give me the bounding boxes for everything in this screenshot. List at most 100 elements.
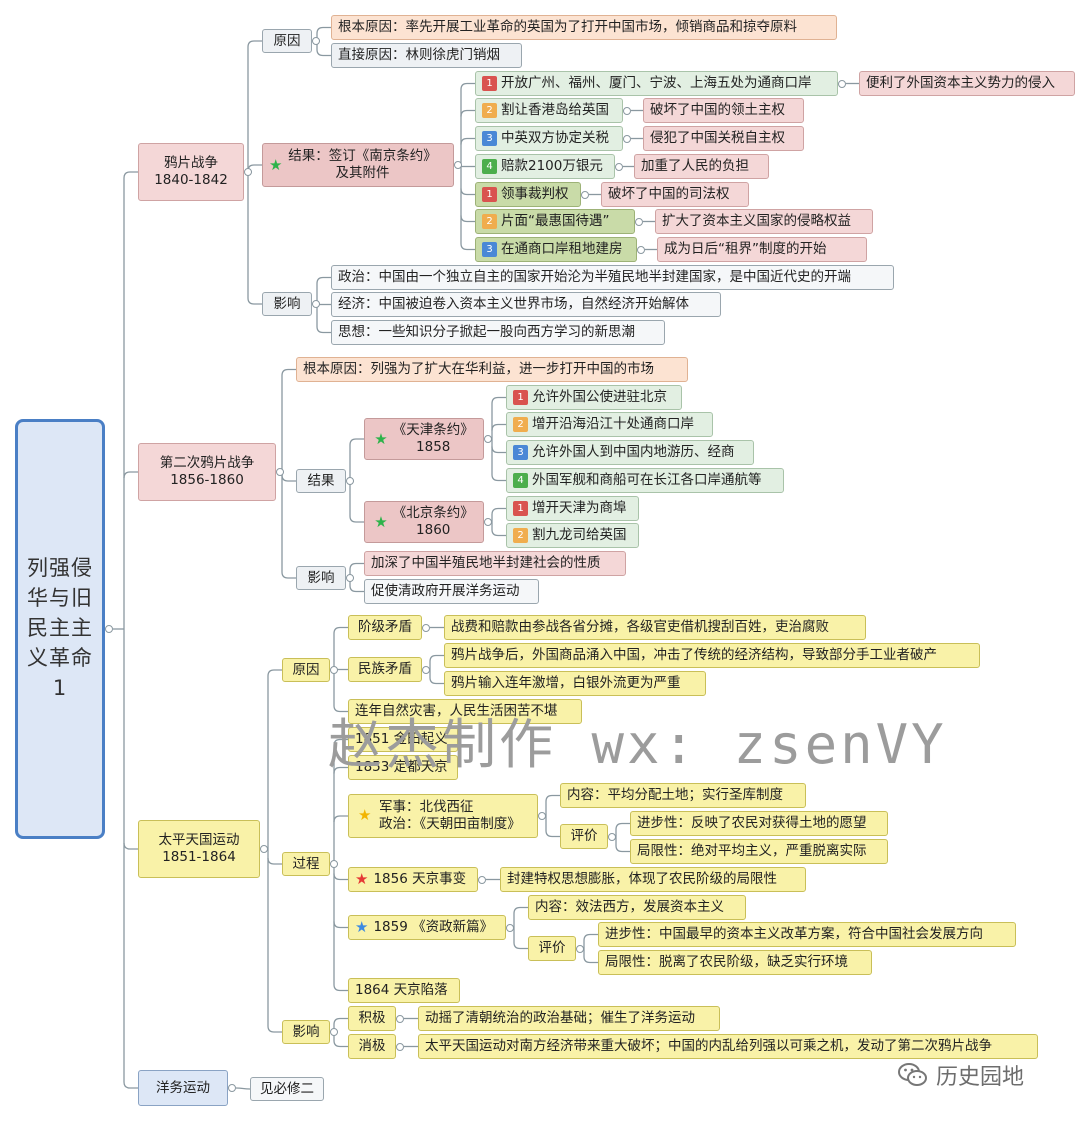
second-impact-1[interactable]: 加深了中国半殖民地半封建社会的性质 <box>364 551 626 576</box>
process-1859[interactable]: ★ 1859 《资政新篇》 <box>348 915 506 940</box>
second-impact-2[interactable]: 促使清政府开展洋务运动 <box>364 579 539 604</box>
opium-cause-direct[interactable]: 直接原因：林则徐虎门销烟 <box>331 43 522 68</box>
second-opium-war-topic[interactable]: 第二次鸦片战争 1856-1860 <box>138 443 276 501</box>
collapse-toggle-icon[interactable] <box>105 625 113 633</box>
nation-conflict-text-2[interactable]: 鸦片输入连年激增，白银外流更为严重 <box>444 671 706 696</box>
beijing-treaty[interactable]: ★ 《北京条约》 1860 <box>364 501 484 543</box>
tianchao-content[interactable]: 内容：平均分配土地；实行圣库制度 <box>560 783 806 808</box>
taiping-topic[interactable]: 太平天国运动 1851-1864 <box>138 820 260 878</box>
taiping-cause-label[interactable]: 原因 <box>282 658 330 682</box>
nation-conflict-label[interactable]: 民族矛盾 <box>348 657 422 682</box>
collapse-toggle-icon[interactable] <box>623 134 631 143</box>
process-1856-effect[interactable]: 封建特权思想膨胀，体现了农民阶级的局限性 <box>500 867 806 892</box>
zizheng-limit[interactable]: 局限性：脱离了农民阶级，缺乏实行环境 <box>598 950 872 975</box>
process-1851[interactable]: 1851 金田起义 <box>348 727 458 752</box>
collapse-toggle-icon[interactable] <box>422 623 430 632</box>
collapse-toggle-icon[interactable] <box>484 518 492 526</box>
collapse-toggle-icon[interactable] <box>838 79 846 88</box>
opium-effect-5[interactable]: 破坏了中国的司法权 <box>601 182 749 207</box>
opium-effect-3[interactable]: 侵犯了中国关税自主权 <box>643 126 804 151</box>
zizheng-eval-label[interactable]: 评价 <box>528 936 576 961</box>
collapse-toggle-icon[interactable] <box>454 161 462 169</box>
positive-label[interactable]: 积极 <box>348 1006 396 1031</box>
taiping-impact-label[interactable]: 影响 <box>282 1020 330 1044</box>
collapse-toggle-icon[interactable] <box>581 190 589 199</box>
collapse-toggle-icon[interactable] <box>396 1014 404 1023</box>
opium-effect-7[interactable]: 成为日后“租界”制度的开始 <box>657 237 867 262</box>
positive-text[interactable]: 动摇了清朝统治的政治基础；催生了洋务运动 <box>418 1006 720 1031</box>
opium-impact-label[interactable]: 影响 <box>262 292 312 316</box>
second-impact-label[interactable]: 影响 <box>296 566 346 590</box>
tianjin-treaty[interactable]: ★ 《天津条约》 1858 <box>364 418 484 460</box>
opium-cause-label[interactable]: 原因 <box>262 29 312 53</box>
opium-impact-thought[interactable]: 思想：一些知识分子掀起一股向西方学习的新思潮 <box>331 320 665 345</box>
opium-effect-2[interactable]: 破坏了中国的领土主权 <box>643 98 804 123</box>
collapse-toggle-icon[interactable] <box>312 37 320 45</box>
negative-text[interactable]: 太平天国运动对南方经济带来重大破坏；中国的内乱给列强以可乘之机，发动了第二次鸦片… <box>418 1034 1038 1059</box>
zizheng-content[interactable]: 内容：效法西方，发展资本主义 <box>528 895 746 920</box>
second-result-label[interactable]: 结果 <box>296 469 346 493</box>
collapse-toggle-icon[interactable] <box>346 574 354 582</box>
tianchao-eval-label[interactable]: 评价 <box>560 824 608 849</box>
process-1853[interactable]: 1853 定都天京 <box>348 755 458 780</box>
collapse-toggle-icon[interactable] <box>244 168 252 176</box>
opium-effect-6[interactable]: 扩大了资本主义国家的侵略权益 <box>655 209 873 234</box>
opium-effect-1[interactable]: 便利了外国资本主义势力的侵入 <box>859 71 1075 96</box>
collapse-toggle-icon[interactable] <box>312 300 320 308</box>
collapse-toggle-icon[interactable] <box>396 1042 404 1051</box>
root-topic[interactable]: 列强侵华与旧民主主义革命1 <box>15 419 105 839</box>
nation-conflict-text-1[interactable]: 鸦片战争后，外国商品涌入中国，冲击了传统的经济结构，导致部分手工业者破产 <box>444 643 980 668</box>
westernization-note[interactable]: 见必修二 <box>250 1077 324 1101</box>
opium-cause-root[interactable]: 根本原因：率先开展工业革命的英国为了打开中国市场，倾销商品和掠夺原料 <box>331 15 837 40</box>
class-conflict-label[interactable]: 阶级矛盾 <box>348 615 422 640</box>
opium-result-label[interactable]: ★ 结果：签订《南京条约》及其附件 <box>262 143 454 187</box>
collapse-toggle-icon[interactable] <box>623 106 631 115</box>
opium-war-topic[interactable]: 鸦片战争 1840-1842 <box>138 143 244 201</box>
collapse-toggle-icon[interactable] <box>538 812 546 820</box>
natural-disaster[interactable]: 连年自然灾害，人民生活困苦不堪 <box>348 699 582 724</box>
collapse-toggle-icon[interactable] <box>422 665 430 674</box>
collapse-toggle-icon[interactable] <box>635 217 643 226</box>
collapse-toggle-icon[interactable] <box>330 666 338 674</box>
collapse-toggle-icon[interactable] <box>576 944 584 953</box>
collapse-toggle-icon[interactable] <box>608 832 616 841</box>
collapse-toggle-icon[interactable] <box>478 875 486 884</box>
tianchao-progress[interactable]: 进步性：反映了农民对获得土地的愿望 <box>630 811 888 836</box>
tianchao-limit[interactable]: 局限性：绝对平均主义，严重脱离实际 <box>630 839 888 864</box>
collapse-toggle-icon[interactable] <box>228 1084 236 1092</box>
process-1856[interactable]: ★ 1856 天京事变 <box>348 867 478 892</box>
collapse-toggle-icon[interactable] <box>260 845 268 853</box>
collapse-toggle-icon[interactable] <box>346 477 354 485</box>
zizheng-progress[interactable]: 进步性：中国最早的资本主义改革方案，符合中国社会发展方向 <box>598 922 1016 947</box>
process-1864[interactable]: 1864 天京陷落 <box>348 978 460 1003</box>
second-cause[interactable]: 根本原因：列强为了扩大在华利益，进一步打开中国的市场 <box>296 357 688 382</box>
opium-impact-economy[interactable]: 经济：中国被迫卷入资本主义世界市场，自然经济开始解体 <box>331 292 721 317</box>
class-conflict-text[interactable]: 战费和赔款由参战各省分摊，各级官吏借机搜刮百姓，吏治腐败 <box>444 615 866 640</box>
military-politics[interactable]: ★ 军事：北伐西征 政治：《天朝田亩制度》 <box>348 794 538 838</box>
negative-label[interactable]: 消极 <box>348 1034 396 1059</box>
collapse-toggle-icon[interactable] <box>330 1028 338 1036</box>
collapse-toggle-icon[interactable] <box>637 245 645 254</box>
westernization-topic[interactable]: 洋务运动 <box>138 1070 228 1106</box>
collapse-toggle-icon[interactable] <box>330 860 338 868</box>
collapse-toggle-icon[interactable] <box>506 923 514 932</box>
taiping-process-label[interactable]: 过程 <box>282 852 330 876</box>
collapse-toggle-icon[interactable] <box>484 435 492 443</box>
opium-effect-4[interactable]: 加重了人民的负担 <box>634 154 769 179</box>
opium-impact-politics[interactable]: 政治：中国由一个独立自主的国家开始沦为半殖民地半封建国家，是中国近代史的开端 <box>331 265 894 290</box>
collapse-toggle-icon[interactable] <box>615 162 623 171</box>
collapse-toggle-icon[interactable] <box>276 468 284 476</box>
